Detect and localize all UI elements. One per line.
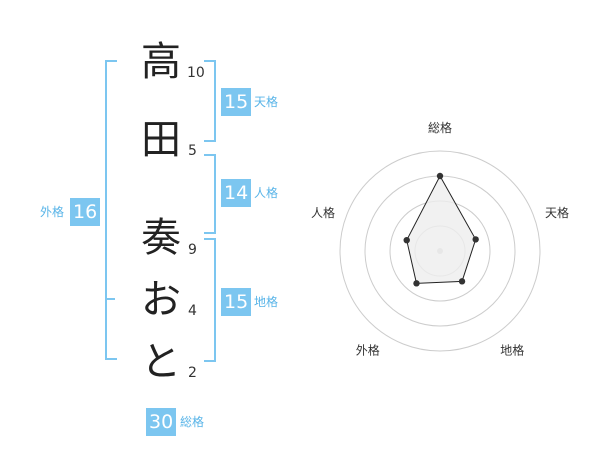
stroke-count-5: 2 xyxy=(188,365,197,381)
stroke-count-2: 5 xyxy=(188,143,197,159)
gaikaku-bracket xyxy=(105,60,117,360)
radar-area xyxy=(406,174,477,284)
soukaku-label: 総格 xyxy=(180,415,205,429)
name-char-2: 田 xyxy=(141,117,181,163)
tenkaku-value: 15 xyxy=(221,88,252,116)
jinkaku-value: 14 xyxy=(221,179,252,207)
chikaku-label: 地格 xyxy=(254,295,279,309)
name-char-4: お xyxy=(141,277,181,323)
stroke-count-4: 4 xyxy=(188,303,197,319)
name-char-1: 高 xyxy=(141,39,181,85)
chikaku-bracket xyxy=(204,238,216,362)
radar-axis-label: 人格 xyxy=(311,205,335,220)
tenkaku-bracket xyxy=(204,60,216,142)
gaikaku-bracket-divider xyxy=(105,298,115,300)
radar-axis-label: 総格 xyxy=(428,120,452,135)
name-char-5: と xyxy=(141,339,181,385)
radar-axis-label: 外格 xyxy=(356,343,380,358)
gaikaku-label: 外格 xyxy=(40,205,65,219)
tenkaku-label: 天格 xyxy=(254,95,279,109)
radar-point-3 xyxy=(458,278,466,285)
chikaku-value: 15 xyxy=(221,288,252,316)
jinkaku-label: 人格 xyxy=(254,186,279,200)
jinkaku-bracket xyxy=(204,154,216,234)
radar-points xyxy=(403,172,479,287)
gaikaku-value: 16 xyxy=(70,198,101,226)
name-char-3: 奏 xyxy=(141,215,181,261)
radar-point-1 xyxy=(436,172,444,180)
radar-axis-label: 天格 xyxy=(545,205,569,220)
soukaku-value: 30 xyxy=(146,408,177,436)
radar-point-2 xyxy=(472,236,479,243)
radar-point-5 xyxy=(403,236,410,244)
radar-point-4 xyxy=(413,280,420,287)
stroke-count-1: 10 xyxy=(187,65,205,81)
stroke-count-3: 9 xyxy=(188,242,197,258)
radar-ring xyxy=(339,150,541,352)
radar-axis-label: 地格 xyxy=(500,343,524,358)
